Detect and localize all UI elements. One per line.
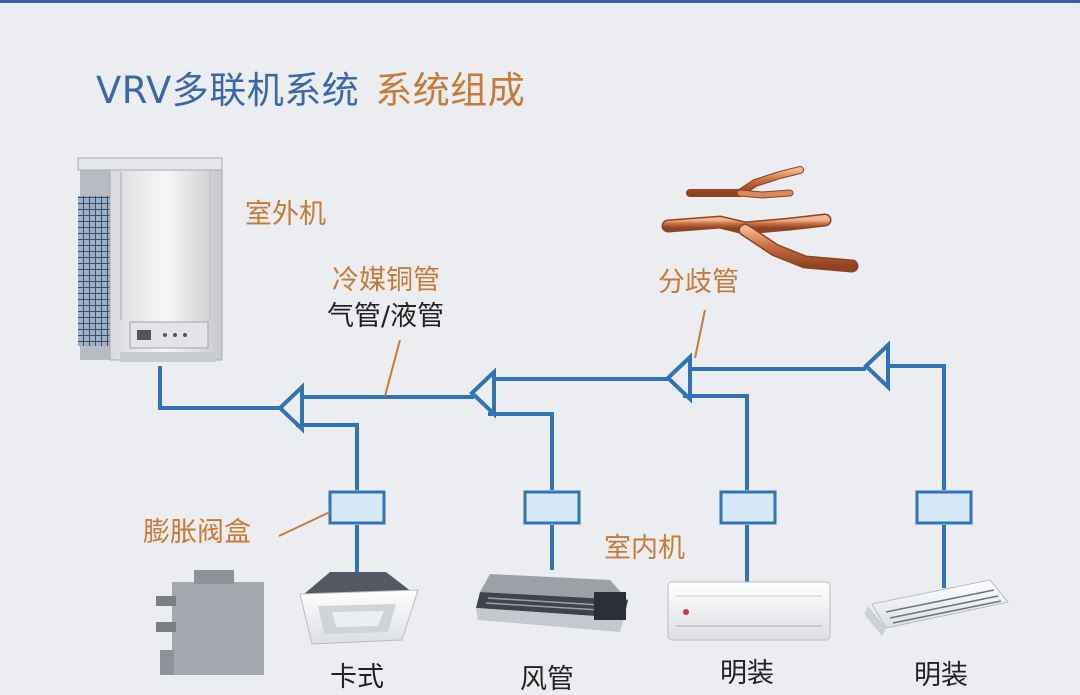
refrigerant-pipes (158, 364, 946, 588)
label-wall-type-2: 明装 (914, 660, 968, 691)
valve-box-3 (719, 490, 777, 525)
pipe-outdoor-to-first-branch (158, 366, 282, 410)
pointer-branch-pipe (694, 309, 706, 359)
branch-joint-1 (277, 382, 304, 434)
label-duct-type: 风管 (520, 664, 574, 695)
label-expansion-valve-box: 膨胀阀盒 (143, 517, 251, 548)
pointer-copper-pipe (384, 339, 401, 397)
label-outdoor-unit: 室外机 (245, 199, 326, 230)
pointer-valve-box (278, 511, 331, 537)
branch-joints (277, 340, 890, 434)
ceiling-indoor-unit-image (864, 579, 1009, 636)
pipe-branch-wall-2 (880, 364, 946, 490)
pipe-branch-duct (488, 412, 554, 490)
valve-box-4 (915, 490, 973, 525)
outdoor-unit-image (77, 157, 223, 362)
branch-joint-2 (469, 367, 496, 419)
label-indoor-unit: 室内机 (604, 533, 685, 564)
label-branch-pipe: 分歧管 (658, 267, 739, 298)
pipe-branch-wall-1 (683, 394, 749, 490)
top-border-line (0, 0, 1080, 3)
page-title: VRV多联机系统系统组成 (96, 60, 525, 114)
expansion-valve-box-image (156, 570, 264, 675)
vrv-system-diagram (77, 157, 1009, 675)
branch-joint-4 (863, 340, 890, 392)
title-main: VRV多联机系统 (96, 69, 360, 112)
pipe-branch-cassette (296, 423, 359, 490)
valve-box-1 (328, 490, 386, 525)
duct-indoor-unit-image (476, 574, 628, 632)
pointer-lines (278, 309, 706, 537)
branch-pipe-image (661, 166, 859, 273)
branch-joint-3 (665, 352, 692, 404)
label-gas-liquid-pipe: 气管/液管 (327, 301, 445, 332)
wall-mounted-indoor-unit-1-image (667, 581, 831, 641)
label-wall-type-1: 明装 (720, 658, 774, 689)
expansion-valve-boxes (328, 490, 973, 525)
label-cassette-type: 卡式 (330, 662, 384, 693)
title-sub: 系统组成 (375, 69, 526, 112)
label-copper-pipe: 冷媒铜管 (332, 265, 440, 296)
cassette-indoor-unit-image (299, 572, 419, 645)
valve-box-2 (523, 490, 581, 525)
